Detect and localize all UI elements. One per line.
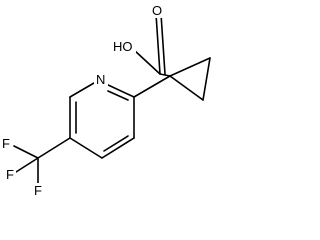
bond-layer xyxy=(13,13,211,185)
bond-cyclopropyl-b xyxy=(202,57,211,101)
label-bg-f2 xyxy=(0,136,12,151)
label-bg-n xyxy=(94,72,108,87)
bond-c-oh xyxy=(133,49,161,75)
bond-cf3-f3 xyxy=(15,157,39,173)
bond-cyclopropyl-a xyxy=(169,57,211,77)
bond-ring-c2-n xyxy=(105,83,135,98)
bond-c-o-double-a xyxy=(155,13,161,75)
structure-diagram: HO O N F F F xyxy=(0,3,211,198)
bond-ring-to-cf3 xyxy=(37,137,71,159)
carbonyl-oxygen-label: O xyxy=(152,3,162,18)
label-bg-f1 xyxy=(32,183,44,198)
hydroxyl-label: HO xyxy=(113,39,133,54)
label-bg-f3 xyxy=(4,167,16,182)
bond-c-o-double-b xyxy=(160,13,166,75)
bond-ring-c4-c3 xyxy=(101,137,135,159)
label-bg-ho xyxy=(111,39,136,54)
fluorine-label-3: F xyxy=(6,167,14,182)
bond-ring-c4-c3-inner xyxy=(103,135,129,152)
label-bg-o xyxy=(150,3,164,18)
bond-ring-c2-n-inner xyxy=(107,90,129,101)
fluorine-label-1: F xyxy=(34,183,42,198)
ring-nitrogen-label: N xyxy=(96,72,105,87)
fluorine-label-2: F xyxy=(2,136,10,151)
bond-ring-c5-c4 xyxy=(69,137,103,159)
bond-carboxyl-to-cyclopropyl xyxy=(159,73,171,77)
atom-labels: HO O N F F F xyxy=(0,3,164,198)
bond-cyclopropyl-to-pyridine xyxy=(133,75,171,98)
bond-ring-n-c6 xyxy=(69,82,95,98)
bond-cyclopropyl-c xyxy=(169,75,204,101)
bond-cf3-f2 xyxy=(13,145,39,159)
